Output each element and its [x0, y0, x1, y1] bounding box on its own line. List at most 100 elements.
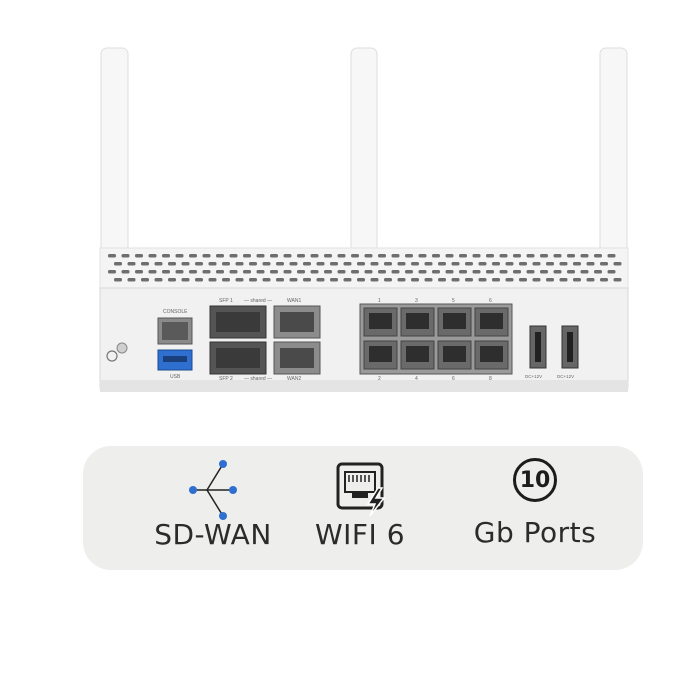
vent-hole [492, 278, 500, 282]
feature-label-wifi: WIFI 6 [314, 518, 406, 551]
vent-hole [559, 262, 568, 266]
vent-hole [189, 254, 197, 258]
vent-hole [168, 278, 176, 282]
vent-hole [108, 270, 116, 274]
feature-bar: SD-WAN WIFI 6 10 Gb Ports [83, 446, 643, 570]
vent-hole [397, 262, 406, 266]
vent-hole [411, 278, 419, 282]
vent-hole [486, 270, 494, 274]
vent-hole [114, 278, 122, 282]
vent-hole [195, 262, 203, 266]
vent-hole [526, 270, 535, 274]
vent-hole [600, 262, 608, 266]
vent-hole [283, 270, 292, 274]
vent-hole [202, 270, 211, 274]
vent-hole [222, 278, 230, 282]
vent-hole [573, 278, 581, 282]
vent-hole [229, 254, 238, 258]
vent-hole [553, 270, 562, 274]
lan-port-number: 3 [415, 298, 418, 304]
vent-hole [432, 270, 440, 274]
vent-hole [351, 270, 359, 274]
vent-hole [445, 254, 454, 258]
vent-hole [330, 262, 338, 266]
vent-hole [424, 262, 433, 266]
vent-hole [181, 262, 190, 266]
vent-hole [532, 278, 541, 282]
sfp1-label: SFP 1 [219, 298, 233, 304]
vent-hole [553, 254, 562, 258]
vent-hole [607, 270, 616, 274]
vent-hole [249, 262, 257, 266]
lan-port-socket [369, 346, 392, 362]
vent-hole [459, 270, 467, 274]
vent-hole [283, 254, 292, 258]
vent-hole [202, 254, 211, 258]
vent-hole [208, 262, 217, 266]
vent-hole [438, 278, 446, 282]
firewall-device-image: CONSOLE USB SFP 1 — shared — SFP 2 — sha… [99, 47, 629, 392]
network-branch-icon [189, 460, 237, 520]
vent-hole [256, 254, 265, 258]
vent-hole [567, 254, 575, 258]
vent-hole [486, 254, 494, 258]
vent-hole [262, 278, 271, 282]
vent-hole [162, 254, 170, 258]
vent-hole [249, 278, 257, 282]
vent-hole [289, 278, 298, 282]
vent-hole [141, 278, 149, 282]
usb-label: USB [170, 374, 181, 380]
vent-hole [378, 254, 386, 258]
vent-hole [127, 278, 136, 282]
vent-hole [343, 262, 352, 266]
vent-hole [513, 254, 521, 258]
vent-hole [154, 262, 163, 266]
vent-hole [451, 278, 460, 282]
vent-hole [492, 262, 500, 266]
vent-hole [114, 262, 122, 266]
vent-hole [127, 262, 136, 266]
vent-hole [337, 254, 346, 258]
vent-hole [499, 270, 508, 274]
vent-hole [594, 254, 602, 258]
vent-hole [567, 270, 575, 274]
feature-label-ports: Gb Ports [473, 516, 597, 549]
vent-hole [235, 278, 244, 282]
vent-hole [324, 270, 332, 274]
vent-hole [316, 262, 325, 266]
vent-hole [465, 262, 473, 266]
vent-hole [519, 262, 527, 266]
feature-ports: 10 Gb Ports [465, 446, 605, 570]
vent-hole [465, 278, 473, 282]
vent-hole [526, 254, 535, 258]
vent-hole [424, 278, 433, 282]
vent-hole [108, 254, 116, 258]
vent-hole [438, 262, 446, 266]
vent-hole [451, 262, 460, 266]
vent-hole [559, 278, 568, 282]
vent-hole [586, 262, 595, 266]
lan-port-socket [369, 313, 392, 329]
vent-hole [316, 278, 325, 282]
vent-hole [472, 270, 481, 274]
vent-hole [195, 278, 203, 282]
vent-hole [411, 262, 419, 266]
vent-hole [343, 278, 352, 282]
lan-port-number: 6 [489, 298, 492, 304]
vent-hole [235, 262, 244, 266]
vent-hole [276, 262, 284, 266]
vent-hole [600, 278, 608, 282]
lan-port-socket [406, 313, 429, 329]
vent-hole [594, 270, 602, 274]
vent-hole [243, 270, 251, 274]
vent-hole [478, 262, 487, 266]
vent-hole [378, 270, 386, 274]
vent-hole [262, 262, 271, 266]
vent-hole [370, 278, 379, 282]
vent-hole [162, 270, 170, 274]
vent-hole [580, 254, 589, 258]
lan-port-socket [443, 346, 466, 362]
vent-hole [222, 262, 230, 266]
